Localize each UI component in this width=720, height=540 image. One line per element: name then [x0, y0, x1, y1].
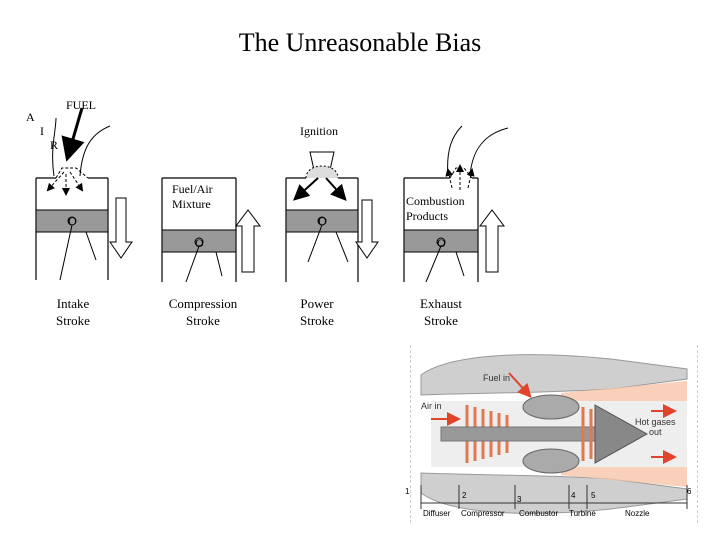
station-2: 2 [462, 491, 467, 500]
down-arrow [109, 197, 133, 259]
station-5: 5 [591, 491, 596, 500]
piston [285, 209, 359, 233]
fuel-in-label: Fuel in [483, 373, 511, 383]
crank-label-2: O [195, 236, 204, 250]
station-3: 3 [517, 495, 522, 504]
crank-label-4: O [437, 236, 446, 250]
piston [161, 229, 237, 253]
fuel-label: FUEL [66, 98, 96, 112]
air-in-label: Air in [421, 401, 442, 411]
air-label-a: A [26, 110, 35, 124]
section-nozzle: Nozzle [625, 509, 650, 518]
up-arrow [235, 209, 261, 273]
exhaust-cylinder [403, 125, 509, 283]
down-arrow [355, 199, 379, 259]
combustion-label-line2: Products [406, 209, 448, 223]
ignition-label: Ignition [300, 124, 338, 138]
section-diffuser: Diffuser [423, 509, 451, 518]
piston [35, 209, 109, 233]
air-label-i: I [40, 124, 44, 138]
crank-label-1: O [68, 214, 77, 228]
air-label-r: R [50, 138, 59, 152]
page-title: The Unreasonable Bias [238, 28, 482, 57]
piston [403, 229, 479, 253]
section-compressor: Compressor [461, 509, 505, 518]
station-4: 4 [571, 491, 576, 500]
station-1: 1 [405, 487, 410, 496]
combustion-label-line1: Combustion [406, 194, 465, 208]
fuel-air-label-line1: Fuel/Air [172, 182, 213, 196]
crank-label-3: O [318, 214, 327, 228]
section-combustor: Combustor [519, 509, 559, 518]
fuel-air-label-line2: Mixture [172, 197, 211, 211]
station-6: 6 [687, 487, 692, 496]
fuel-arrow [61, 107, 85, 162]
up-arrow [479, 209, 505, 273]
power-cylinder [285, 151, 379, 282]
section-turbine: Turbine [569, 509, 596, 518]
compression-cylinder [161, 177, 261, 283]
intake-cylinder [35, 107, 133, 281]
